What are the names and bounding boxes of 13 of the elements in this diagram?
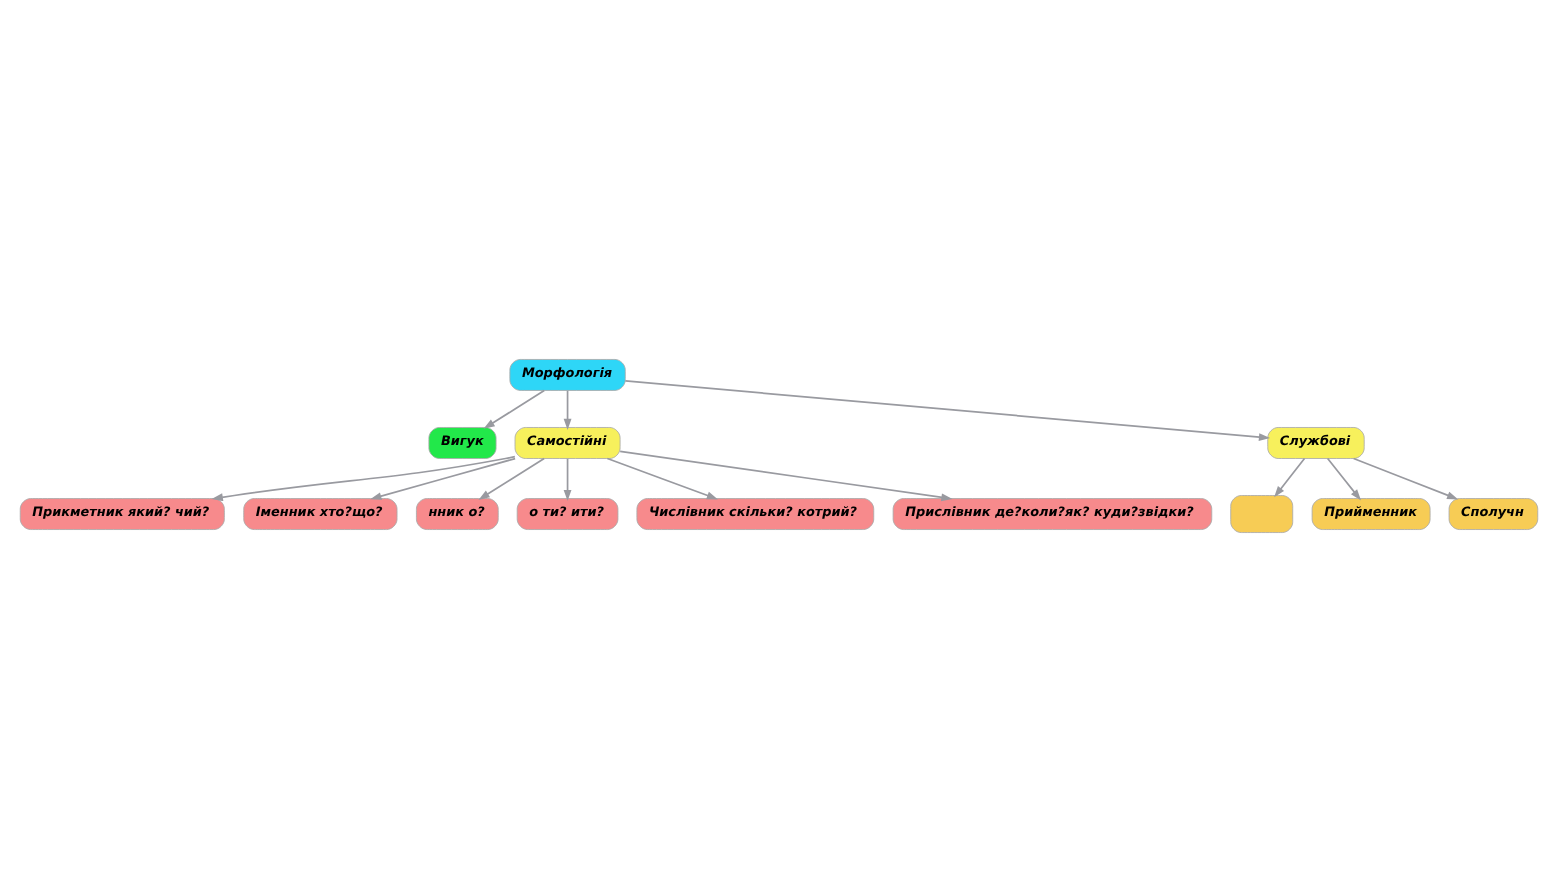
arrow <box>370 457 516 500</box>
arrow <box>1274 457 1306 498</box>
arrow <box>619 450 953 502</box>
arrow <box>478 457 546 500</box>
arrow <box>1352 457 1459 500</box>
arrow <box>211 455 516 502</box>
arrow <box>1326 457 1362 501</box>
arrow <box>563 457 572 502</box>
arrow <box>606 457 718 500</box>
arrow <box>563 389 572 431</box>
arrow <box>483 389 546 429</box>
arrow <box>624 380 1271 441</box>
node-box <box>1230 495 1294 533</box>
